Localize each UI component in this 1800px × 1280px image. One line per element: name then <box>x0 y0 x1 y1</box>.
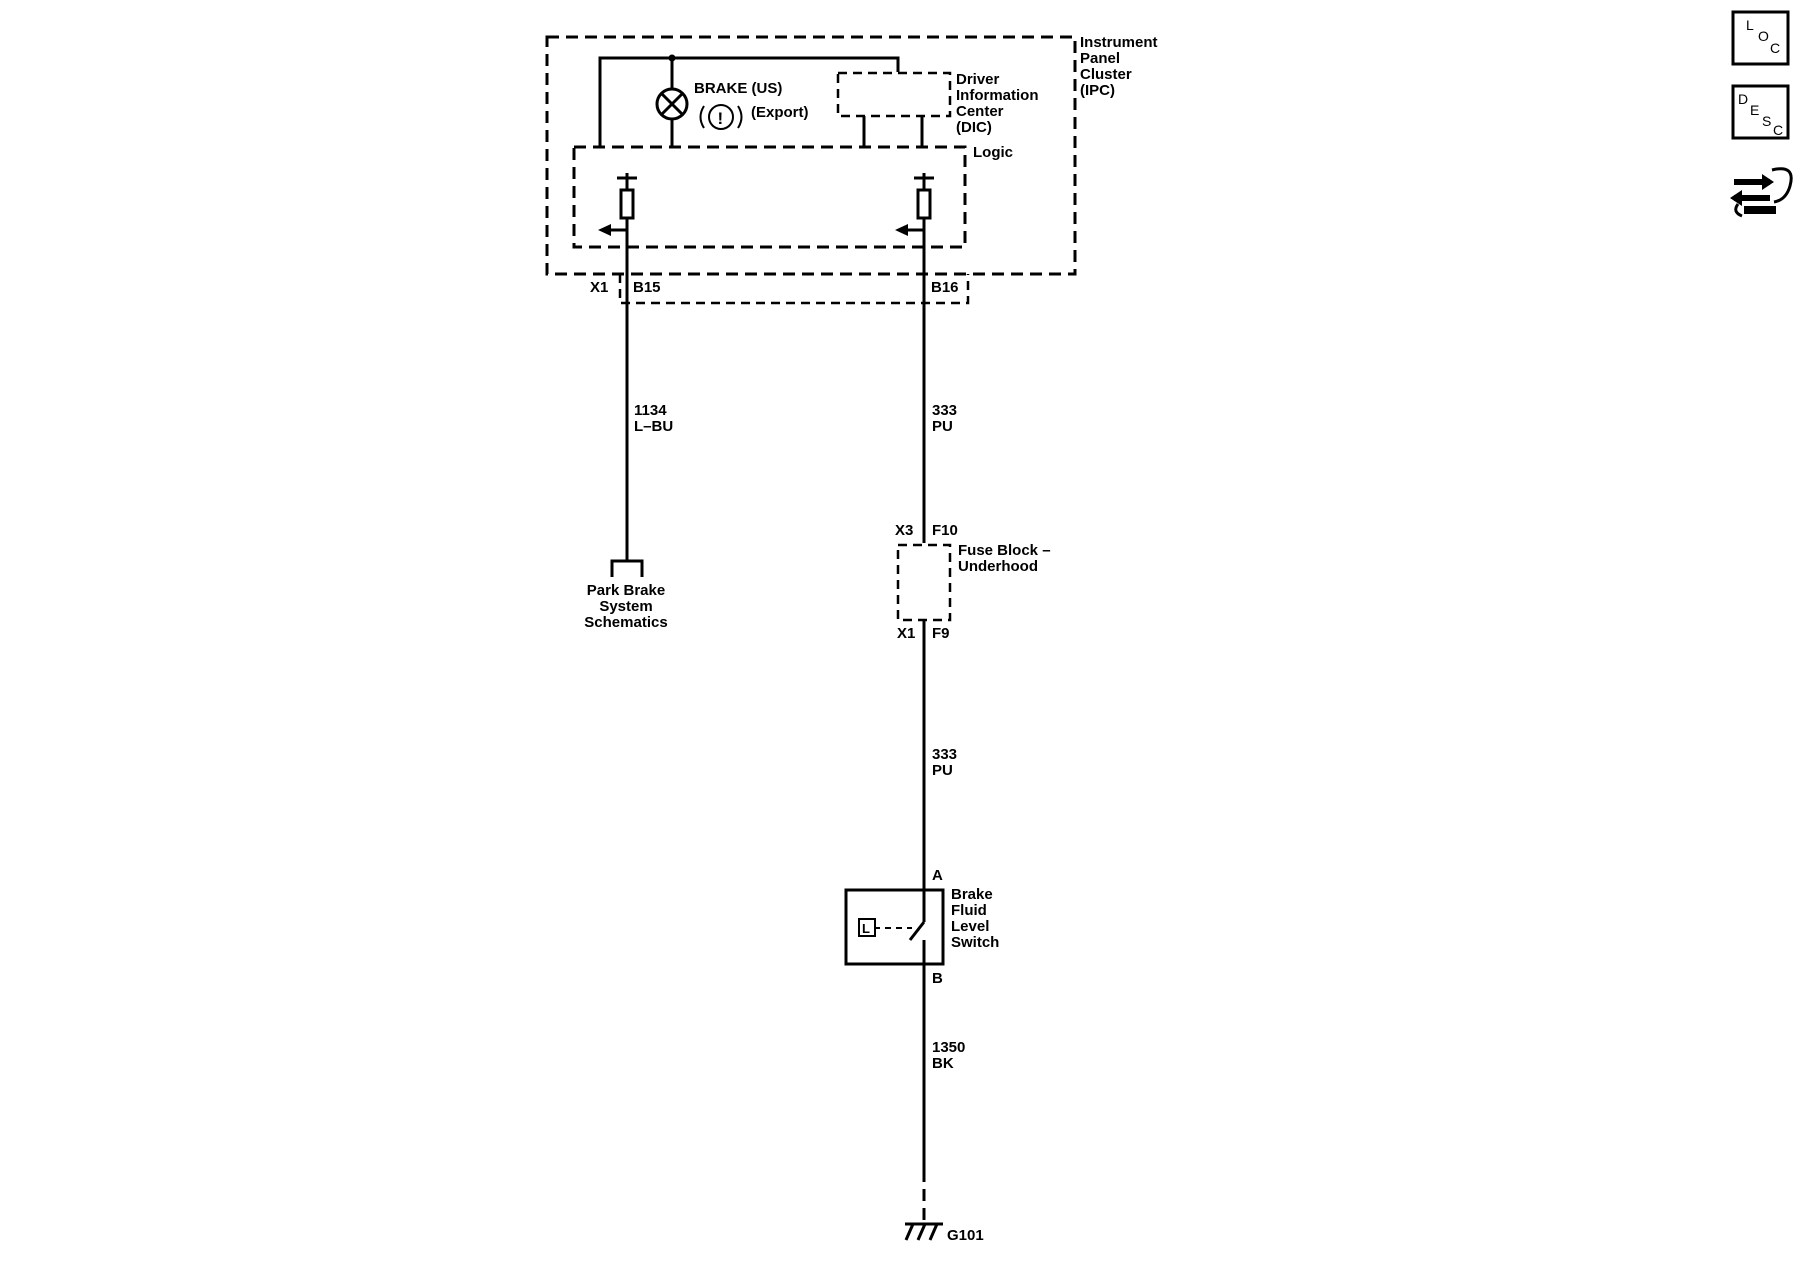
svg-text:S: S <box>1762 113 1771 129</box>
logic-input-b16 <box>895 173 934 236</box>
svg-text:Cluster: Cluster <box>1080 66 1132 83</box>
wire-1350-circuit: 1350 <box>932 1039 965 1056</box>
fuse-block-label: Fuse Block – Underhood <box>958 542 1051 575</box>
ipc-enclosure <box>545 35 1077 276</box>
ground-label: G101 <box>947 1227 984 1244</box>
connector-x1-bracket <box>618 274 970 305</box>
logic-label: Logic <box>973 144 1013 161</box>
level-sensor-icon <box>858 918 876 937</box>
wire-1134-circuit: 1134 <box>634 402 667 419</box>
svg-text:Schematics: Schematics <box>584 614 667 631</box>
logic-input-b15 <box>598 173 637 236</box>
brake-warning-icon: ! <box>699 104 743 130</box>
switch-pin-b-label: B <box>932 970 943 987</box>
svg-text:!: ! <box>718 109 724 128</box>
svg-text:L: L <box>1746 17 1754 33</box>
loc-icon[interactable]: L O C <box>1731 10 1790 66</box>
dic-wires <box>862 116 924 147</box>
wire-333-upper-color: PU <box>932 418 953 435</box>
bus-wire <box>598 56 900 147</box>
fuse-block-underhood <box>896 543 952 622</box>
svg-text:Driver: Driver <box>956 71 1000 88</box>
svg-text:System: System <box>599 598 652 615</box>
wire-1134-color: L–BU <box>634 418 673 435</box>
brake-us-label: BRAKE (US) <box>694 80 782 97</box>
wire-1350-color: BK <box>932 1055 954 1072</box>
svg-text:Level: Level <box>951 918 989 935</box>
logic-box <box>572 145 967 249</box>
dic-box <box>836 71 952 118</box>
wire-333-lower-color: PU <box>932 762 953 779</box>
switch-pin-a-label: A <box>932 867 943 884</box>
connector-x1-label: X1 <box>590 279 608 296</box>
fuse-connector-x1-label: X1 <box>897 625 915 642</box>
fuse-pin-f9-label: F9 <box>932 625 950 642</box>
pin-b15-label: B15 <box>633 279 661 296</box>
brake-fluid-level-switch <box>844 888 945 966</box>
export-label: (Export) <box>751 104 809 121</box>
svg-text:E: E <box>1750 102 1759 118</box>
svg-text:Park Brake: Park Brake <box>587 582 665 599</box>
park-brake-label: Park Brake System Schematics <box>584 582 667 631</box>
svg-text:(DIC): (DIC) <box>956 119 992 136</box>
ground-icon <box>904 1222 943 1241</box>
connector-wrench-icon[interactable] <box>1730 167 1793 218</box>
svg-text:C: C <box>1770 40 1780 56</box>
svg-text:Underhood: Underhood <box>958 558 1038 575</box>
switch-contact-icon <box>874 890 926 964</box>
svg-text:Fuse Block –: Fuse Block – <box>958 542 1051 559</box>
svg-text:(IPC): (IPC) <box>1080 82 1115 99</box>
svg-text:O: O <box>1758 28 1769 44</box>
svg-text:Switch: Switch <box>951 934 999 951</box>
fuse-connector-x3-label: X3 <box>895 522 913 539</box>
svg-text:Information: Information <box>956 87 1039 104</box>
wire-333-lower-circuit: 333 <box>932 746 957 763</box>
dic-label: Driver Information Center (DIC) <box>956 71 1039 136</box>
svg-text:Center: Center <box>956 103 1004 120</box>
pin-b16-label: B16 <box>931 279 959 296</box>
park-brake-ref-icon <box>610 559 644 577</box>
desc-icon[interactable]: D E S C <box>1731 84 1790 140</box>
switch-label: Brake Fluid Level Switch <box>951 886 999 951</box>
svg-text:Instrument: Instrument <box>1080 34 1158 51</box>
wire-333-upper-circuit: 333 <box>932 402 957 419</box>
svg-text:Brake: Brake <box>951 886 993 903</box>
level-sensor-symbol: L <box>862 921 870 936</box>
brake-lamp-icon <box>655 87 689 121</box>
ipc-label: Instrument Panel Cluster (IPC) <box>1080 34 1158 99</box>
fuse-pin-f10-label: F10 <box>932 522 958 539</box>
svg-text:Fluid: Fluid <box>951 902 987 919</box>
svg-text:Panel: Panel <box>1080 50 1120 67</box>
svg-text:D: D <box>1738 91 1748 107</box>
svg-text:C: C <box>1773 122 1783 138</box>
